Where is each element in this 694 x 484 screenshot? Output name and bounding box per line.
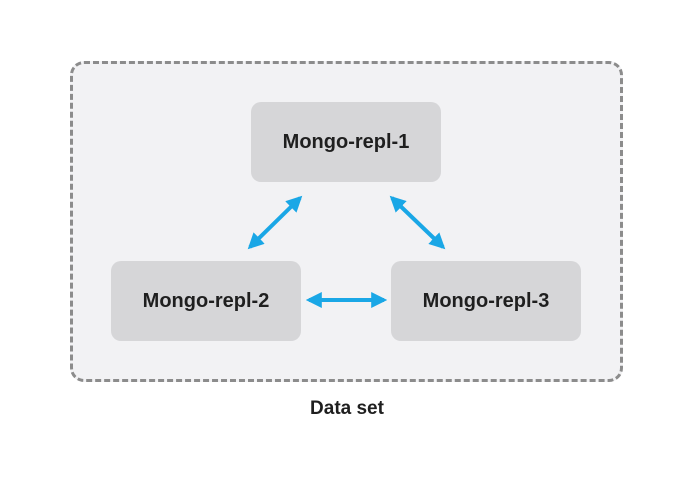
node-label: Mongo-repl-3: [422, 289, 550, 312]
node-label: Mongo-repl-1: [282, 130, 410, 153]
node-label: Mongo-repl-2: [142, 289, 270, 312]
group-label: Data set: [310, 398, 384, 419]
node-mongo-repl-2: Mongo-repl-2: [111, 261, 301, 341]
node-mongo-repl-1: Mongo-repl-1: [251, 102, 441, 182]
node-mongo-repl-3: Mongo-repl-3: [391, 261, 581, 341]
